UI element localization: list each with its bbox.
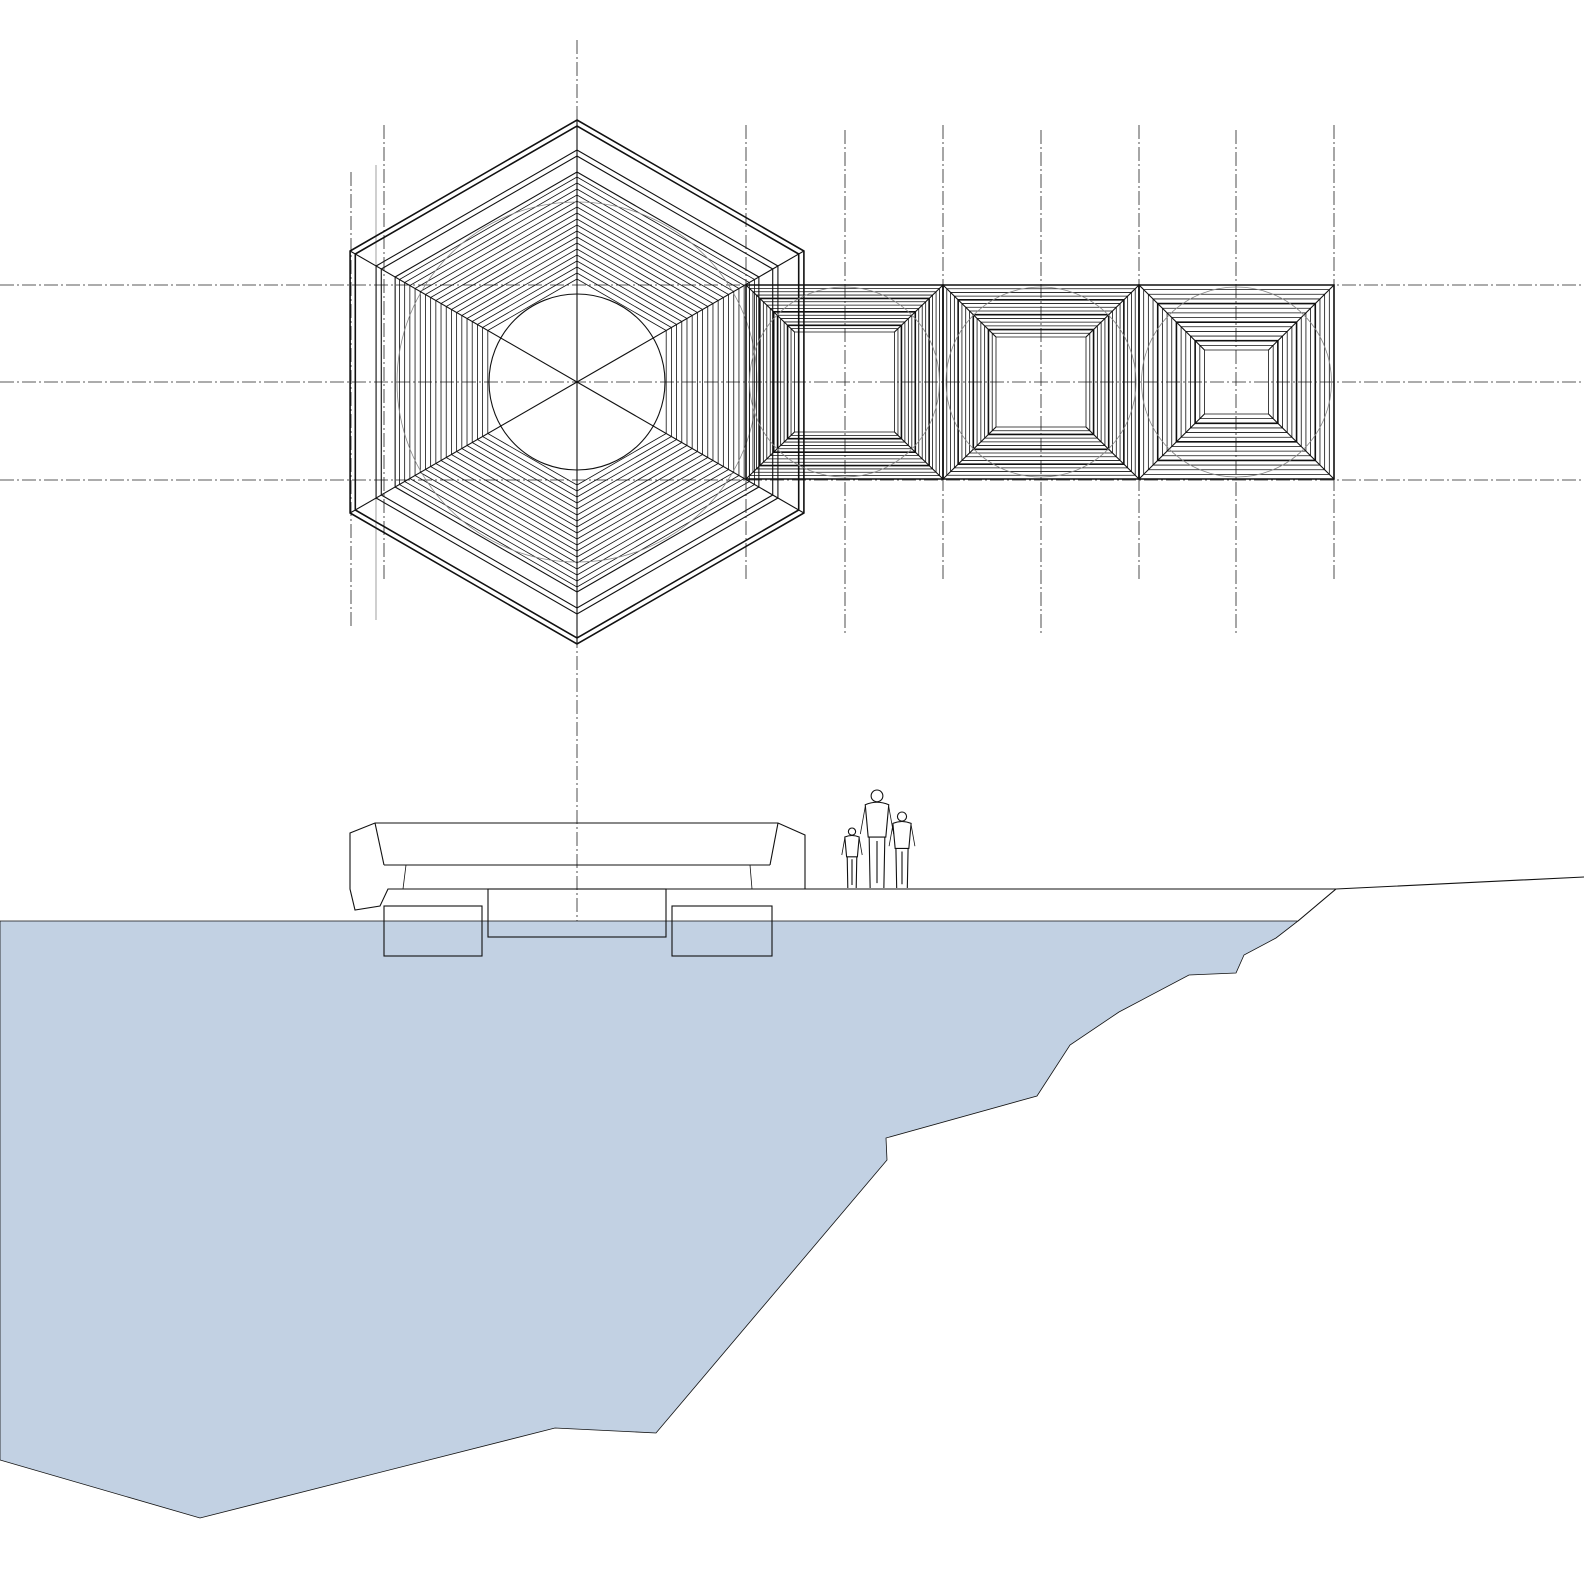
square-module-2-diagonal-4 [942,426,997,480]
square-module-1-diagonal-3 [894,431,944,480]
square-module-1-diagonal-2 [894,284,944,333]
square-module-1-diagonal-1 [745,284,795,333]
platform-right-float [671,905,773,957]
figure-legs [868,837,886,889]
hexagon-radial-line-5 [349,381,578,514]
figure-head [896,811,908,822]
platform-left-float [383,905,483,957]
figure-head [847,827,857,836]
water-body [0,920,1300,1519]
square-module-3-diagonal-4 [1138,413,1205,480]
human-figure-2 [859,789,895,889]
platform-edge-right [769,822,779,866]
figure-arms [841,838,863,856]
figure-head [870,789,884,803]
terrain-slope-line [1297,888,1337,922]
figure-legs [846,856,858,889]
square-module-3-circle [1141,286,1332,478]
square-module-1-diagonal-4 [745,431,795,480]
figure-arms [859,806,895,835]
hexagon-module [349,119,805,645]
square-module-2-diagonal-3 [1085,426,1140,480]
figure-torso [892,820,912,850]
square-module-2-diagonal-1 [942,284,997,338]
square-module-1-circle [749,286,940,478]
terrain-ground-line [805,876,1584,890]
human-figure-3 [888,811,916,889]
floating-platform [349,822,806,957]
platform-bench [402,864,753,890]
square-modules [745,284,1335,480]
figure-torso [864,801,890,838]
human-figures [841,789,916,889]
hexagon-radial-line-2 [576,250,805,383]
hexagon-radial-line-6 [349,250,578,383]
square-module-3-diagonal-1 [1138,284,1205,351]
section-view [0,789,1584,1519]
plan-view [349,119,1335,645]
platform-central-float [487,888,667,938]
platform-hull [349,822,806,911]
figure-torso [844,834,860,858]
square-module-3-diagonal-2 [1268,284,1335,351]
human-figure-1 [841,827,863,889]
platform-edge-left [374,822,385,866]
square-module-2-circle [945,286,1137,478]
hexagon-radial-line-3 [576,381,805,514]
terrain-line [805,876,1584,922]
square-module-2-diagonal-2 [1085,284,1140,338]
square-module-3-diagonal-3 [1268,413,1335,480]
figure-arms [888,824,916,847]
figure-legs [895,848,909,889]
